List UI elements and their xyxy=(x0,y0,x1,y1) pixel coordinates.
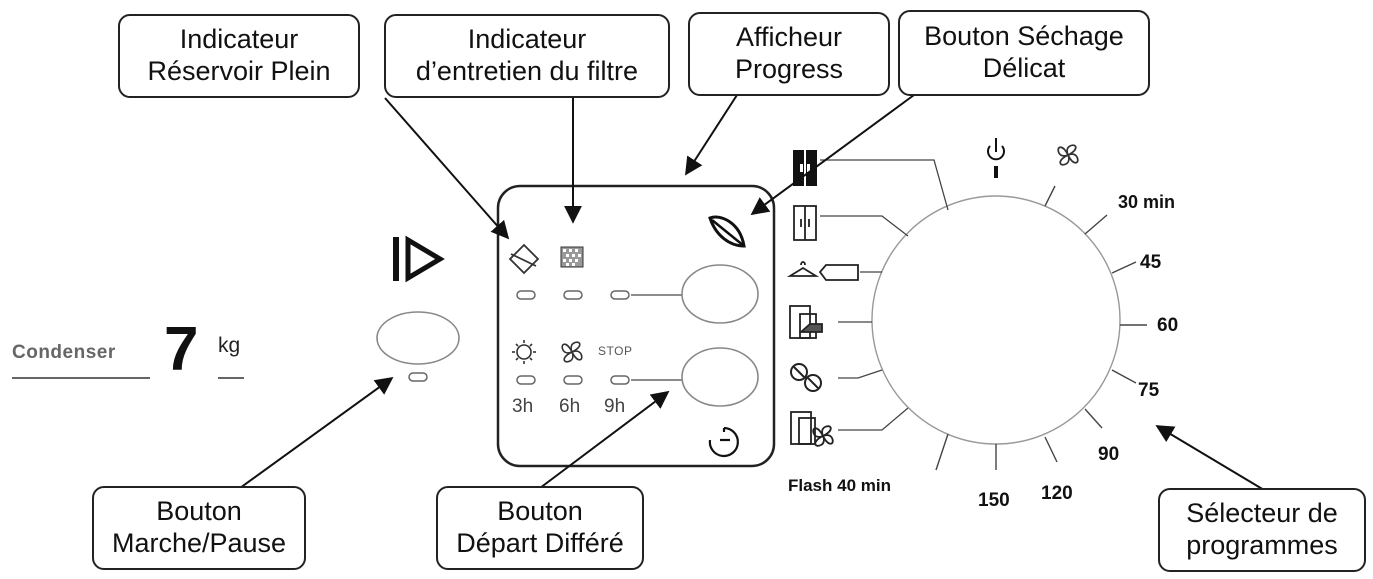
arrow-reservoir xyxy=(384,97,510,240)
callout-depart-differe: Bouton Départ Différé xyxy=(436,486,644,570)
condenser-label: Condenser xyxy=(12,342,116,363)
arrow-marche xyxy=(239,376,394,489)
callout-selecteur-programmes: Sélecteur de programmes xyxy=(1158,488,1366,572)
callout-entretien-filtre: Indicateur d’entretien du filtre xyxy=(384,14,670,98)
iron-dry-icon xyxy=(789,305,823,339)
delay-time-9h: 9h xyxy=(604,396,626,417)
dial-label-flash: Flash 40 min xyxy=(788,476,891,495)
top-leds xyxy=(516,290,682,300)
dial-label-30min: 30 min xyxy=(1118,192,1176,212)
dry-sun-icon xyxy=(512,340,536,364)
arrow-depart xyxy=(539,390,670,489)
dial-label-150: 150 xyxy=(978,490,1010,511)
delay-time-6h: 6h xyxy=(559,396,581,417)
filter-icon xyxy=(560,246,584,268)
control-panel xyxy=(496,184,776,468)
tank-full-icon xyxy=(508,243,540,275)
dial-ticks xyxy=(935,185,1147,471)
cupboard-fan-icon xyxy=(790,411,834,447)
arrow-afficheur xyxy=(685,94,738,176)
bottom-leds xyxy=(516,375,682,385)
delay-timer-icon xyxy=(708,426,739,458)
capacity-unit: kg xyxy=(218,334,241,357)
dial-label-60: 60 xyxy=(1157,315,1179,336)
brand-label: Condenser 7 kg xyxy=(12,315,252,388)
dial-label-45: 45 xyxy=(1140,252,1162,273)
program-leaders xyxy=(820,159,949,431)
callout-reservoir-plein: Indicateur Réservoir Plein xyxy=(118,14,360,98)
callout-marche-pause: Bouton Marche/Pause xyxy=(92,486,306,570)
cool-fan-icon xyxy=(1057,144,1079,166)
program-selector-dial[interactable] xyxy=(871,195,1121,445)
dial-label-90: 90 xyxy=(1098,444,1120,465)
cupboard-dry-icon xyxy=(793,205,817,241)
delay-start-button[interactable] xyxy=(681,347,759,407)
callout-sechage-delicat: Bouton Séchage Délicat xyxy=(898,10,1150,96)
start-pause-button[interactable] xyxy=(376,311,460,365)
dial-label-75: 75 xyxy=(1138,380,1160,401)
delicate-feather-icon xyxy=(708,215,746,248)
hanger-iron-icon xyxy=(786,261,859,281)
start-pause-led xyxy=(408,372,428,382)
mixed-fabrics-icon xyxy=(790,363,822,392)
arrow-sechage xyxy=(750,94,915,216)
dial-label-120: 120 xyxy=(1041,483,1073,504)
callout-arrows xyxy=(239,94,1265,491)
arrow-selecteur xyxy=(1155,425,1265,491)
stop-text: STOP xyxy=(598,344,633,358)
fan-icon xyxy=(561,341,583,363)
callout-afficheur-progress: Afficheur Progress xyxy=(688,12,890,96)
play-pause-icon xyxy=(393,235,445,283)
progress-display-button[interactable] xyxy=(681,264,759,324)
capacity-value: 7 xyxy=(164,315,199,384)
delay-time-3h: 3h xyxy=(512,396,534,417)
power-icon xyxy=(987,138,1005,178)
